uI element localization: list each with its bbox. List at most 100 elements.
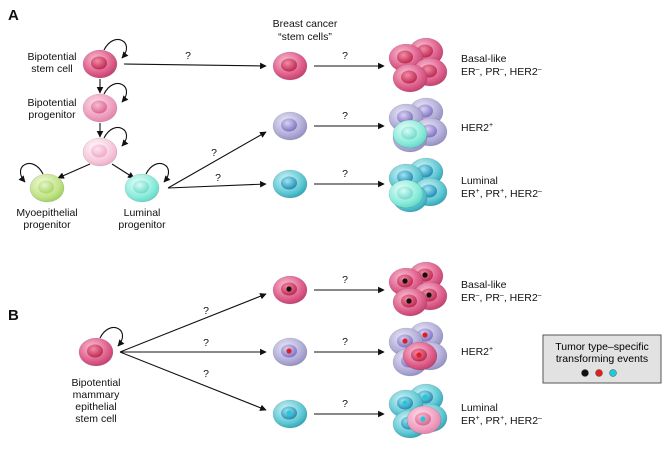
transforming-event-dot	[402, 338, 408, 344]
q-a-luminal-her2: ?	[211, 147, 217, 159]
transforming-event-dot	[426, 292, 432, 298]
tumor-a-basal-cell-4	[392, 63, 428, 93]
self-renewal-stem	[103, 39, 129, 59]
q-b-luminal-tumor: ?	[342, 398, 348, 410]
cancer-stem-her2	[272, 111, 308, 141]
b-self-renewal	[99, 327, 125, 347]
self-renewal-progenitor	[103, 83, 129, 103]
transforming-event-dot	[286, 286, 292, 292]
label-b-stem-1: Bipotential	[71, 377, 120, 389]
label-b-stem-3: epithelial	[75, 401, 116, 413]
label-b-basal-like: Basal-like	[461, 279, 507, 291]
cell-nucleus	[397, 50, 413, 64]
cell-nucleus	[397, 186, 413, 200]
arrow-luminal-to-cancer-her2	[167, 131, 267, 189]
legend-dot-2	[595, 369, 603, 377]
arrow-b-to-luminal	[119, 351, 267, 411]
q-a-luminal-tumor: ?	[342, 168, 348, 180]
transforming-event-dot	[286, 410, 292, 416]
q-b-basal-tumor: ?	[342, 274, 348, 286]
panel-b-label: B	[8, 307, 19, 324]
q-b-stem-her2: ?	[203, 337, 209, 349]
cell-nucleus	[91, 100, 107, 114]
label-a-luminal-receptors: ER+, PR+, HER2–	[461, 188, 542, 200]
cell-nucleus	[38, 180, 54, 194]
transforming-event-dot	[420, 416, 426, 422]
label-b-stem-4: stem cell	[75, 413, 116, 425]
cancer-stem-basal	[272, 51, 308, 81]
label-a-luminal: Luminal	[461, 175, 498, 187]
arrow-to-myoepithelial	[57, 163, 91, 179]
legend-dots	[581, 369, 617, 377]
cell-nucleus	[281, 58, 297, 72]
cell-nucleus	[401, 126, 417, 140]
tumor-a-her2-cyan-cell	[392, 119, 428, 149]
label-bipotential-prog-1: Bipotential	[27, 97, 76, 109]
q-a-luminal-luminal: ?	[215, 172, 221, 184]
q-a-basal-tumor: ?	[342, 50, 348, 62]
myoepithelial-progenitor-cell	[29, 173, 65, 203]
tumor-b-her2-pink-cell	[402, 341, 438, 371]
label-a-basal-like: Basal-like	[461, 53, 507, 65]
panel-a-label: A	[8, 7, 19, 24]
legend-title-line1: Tumor type–specific	[555, 341, 649, 353]
tumor-b-basal-cell-4	[392, 287, 428, 317]
cell-nucleus	[401, 70, 417, 84]
cell-nucleus	[91, 56, 107, 70]
label-b-basal-receptors: ER–, PR–, HER2–	[461, 292, 542, 304]
transforming-event-dot	[422, 272, 428, 278]
legend-title-line2: transforming events	[556, 353, 648, 365]
legend-dot-3	[609, 369, 617, 377]
label-myoepithelial-2: progenitor	[23, 219, 71, 231]
transforming-event-dot	[406, 298, 412, 304]
b-bipotential-stem-cell	[78, 337, 114, 367]
self-renewal-intermediate	[103, 127, 129, 147]
cell-nucleus	[87, 344, 103, 358]
q-a-her2-tumor: ?	[342, 110, 348, 122]
arrow-stem-to-cancer-basal	[123, 62, 267, 70]
label-b-luminal: Luminal	[461, 402, 498, 414]
self-renewal-luminal	[145, 163, 171, 183]
label-bipotential-prog-2: progenitor	[28, 109, 76, 121]
cancer-stem-luminal	[272, 169, 308, 199]
cell-nucleus	[281, 118, 297, 132]
cell-nucleus	[281, 176, 297, 190]
legend-dot-1	[581, 369, 589, 377]
q-b-stem-luminal: ?	[203, 368, 209, 380]
tumor-b-luminal-pink-cell	[406, 405, 442, 435]
arrows-layer	[18, 39, 385, 418]
label-bipotential-stem-2: stem cell	[31, 63, 72, 75]
b-cancer-stem-basal	[272, 275, 308, 305]
header-stem-cells: “stem cells”	[278, 31, 332, 43]
bipotential-progenitor-cell	[82, 93, 118, 123]
label-bipotential-stem-1: Bipotential	[27, 51, 76, 63]
cells-layer	[29, 37, 448, 439]
label-b-stem-2: mammary	[73, 389, 120, 401]
cell-nucleus	[91, 144, 107, 158]
label-a-basal-receptors: ER–, PR–, HER2–	[461, 66, 542, 78]
arrow-luminal-to-cancer-luminal	[167, 180, 267, 189]
transforming-event-dot	[402, 278, 408, 284]
legend: Tumor type–specific transforming events	[542, 334, 662, 384]
label-b-her2: HER2+	[461, 346, 493, 358]
cell-nucleus	[133, 180, 149, 194]
intermediate-progenitor-cell	[82, 137, 118, 167]
b-cancer-stem-her2	[272, 337, 308, 367]
transforming-event-dot	[416, 352, 422, 358]
q-b-her2-tumor: ?	[342, 336, 348, 348]
bipotential-stem-cell	[82, 49, 118, 79]
arrow-to-luminal	[111, 163, 135, 179]
label-b-luminal-receptors: ER+, PR+, HER2–	[461, 415, 542, 427]
transforming-event-dot	[402, 400, 408, 406]
transforming-event-dot	[422, 332, 428, 338]
label-a-her2: HER2+	[461, 122, 493, 134]
b-cancer-stem-luminal	[272, 399, 308, 429]
label-luminal-prog-2: progenitor	[118, 219, 166, 231]
transforming-event-dot	[286, 348, 292, 354]
transforming-event-dot	[422, 394, 428, 400]
q-b-stem-basal: ?	[203, 305, 209, 317]
q-a-stem-basal: ?	[185, 50, 191, 62]
